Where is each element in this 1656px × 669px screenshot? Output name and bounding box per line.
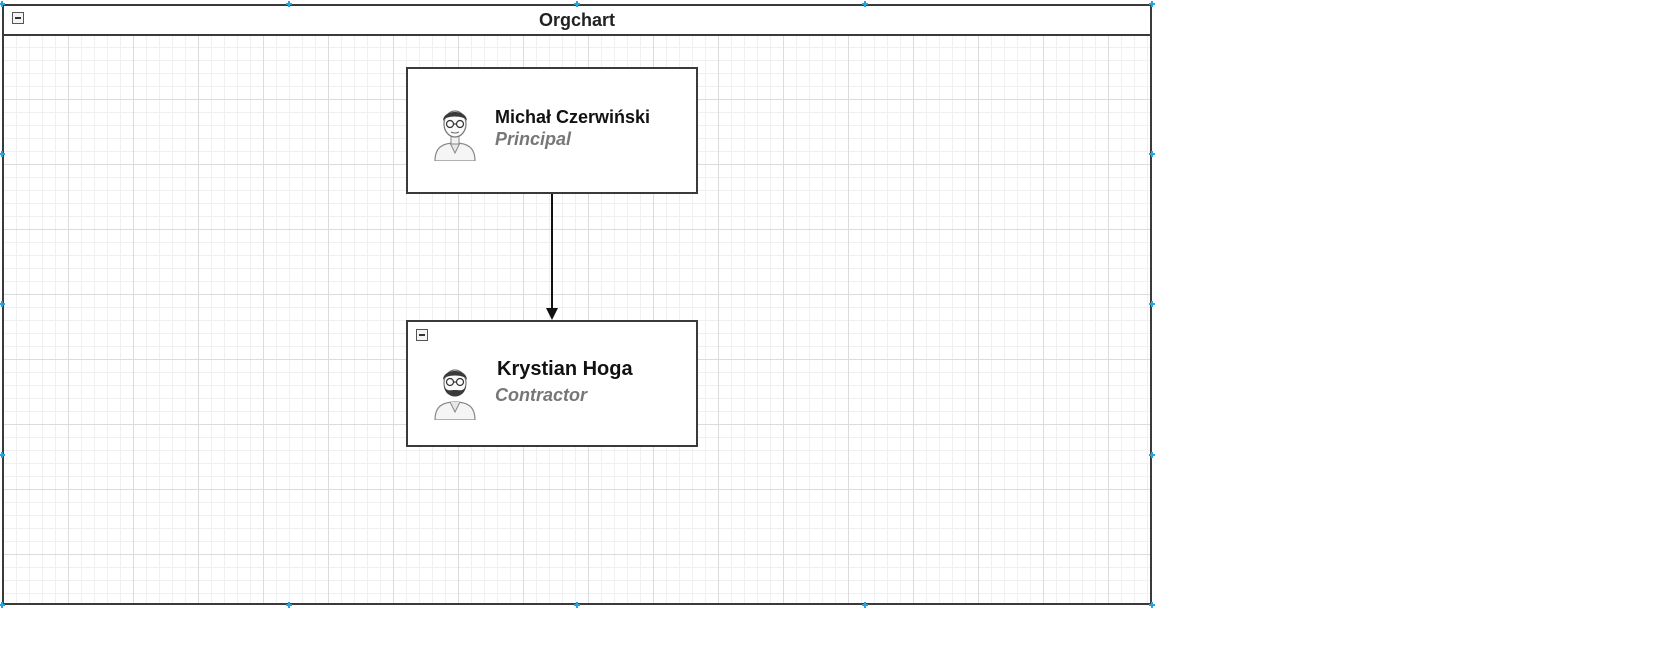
resize-handle-sw[interactable] [0,602,5,608]
resize-handle-w1[interactable] [0,151,5,157]
resize-handle-n1[interactable] [286,1,292,7]
person-card-principal[interactable]: Michał Czerwiński Principal [406,67,698,194]
resize-handle-e3[interactable] [1149,452,1155,458]
resize-handle-s3[interactable] [862,602,868,608]
resize-handle-se[interactable] [1149,602,1155,608]
arrow-head [546,308,558,320]
person-role: Contractor [495,385,588,405]
resize-handle-e2[interactable] [1149,301,1155,307]
container-title: Orgchart [538,10,616,30]
resize-handle-n2[interactable] [574,1,580,7]
resize-handle-s2[interactable] [574,602,580,608]
container-header[interactable]: Orgchart [4,6,1150,36]
person-name: Krystian Hoga [497,358,633,380]
person-avatar-icon [434,110,476,161]
person-name: Michał Czerwiński [495,107,651,127]
resize-handle-ne[interactable] [1149,1,1155,7]
collapse-icon[interactable] [416,329,428,341]
bearded-person-avatar-icon [434,369,476,420]
person-role: Principal [495,129,572,149]
resize-handle-w3[interactable] [0,452,5,458]
resize-handle-nw[interactable] [0,1,5,7]
person-card-contractor[interactable]: Krystian Hoga Contractor [406,320,698,447]
collapse-icon[interactable] [12,12,24,24]
resize-handle-e1[interactable] [1149,151,1155,157]
resize-handle-s1[interactable] [286,602,292,608]
resize-handle-n3[interactable] [862,1,868,7]
resize-handle-w2[interactable] [0,301,5,307]
